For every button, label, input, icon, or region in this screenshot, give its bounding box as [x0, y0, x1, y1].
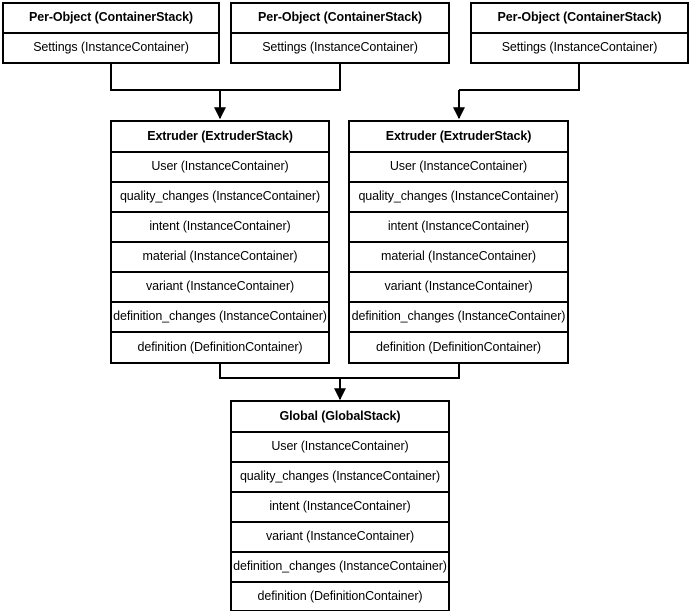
edge-per-object-2-to-extruder-1: [220, 61, 341, 91]
node-row-material: material (InstanceContainer): [112, 241, 328, 271]
node-row-intent: intent (InstanceContainer): [112, 211, 328, 241]
node-row-variant: variant (InstanceContainer): [112, 271, 328, 301]
node-row-intent: intent (InstanceContainer): [232, 491, 448, 521]
node-per-object-3[interactable]: Per-Object (ContainerStack) Settings (In…: [470, 2, 689, 64]
node-header: Per-Object (ContainerStack): [4, 4, 218, 32]
node-row-material: material (InstanceContainer): [350, 241, 567, 271]
node-header: Extruder (ExtruderStack): [350, 122, 567, 151]
node-row-variant: variant (InstanceContainer): [232, 521, 448, 551]
node-header: Global (GlobalStack): [232, 402, 448, 431]
node-row-intent: intent (InstanceContainer): [350, 211, 567, 241]
node-row-user: User (InstanceContainer): [232, 431, 448, 461]
node-header: Per-Object (ContainerStack): [232, 4, 448, 32]
node-row-settings: Settings (InstanceContainer): [472, 32, 687, 62]
node-row-variant: variant (InstanceContainer): [350, 271, 567, 301]
node-extruder-2[interactable]: Extruder (ExtruderStack) User (InstanceC…: [348, 120, 569, 364]
node-row-definition-changes: definition_changes (InstanceContainer): [350, 301, 567, 331]
node-row-definition: definition (DefinitionContainer): [350, 331, 567, 362]
node-header: Per-Object (ContainerStack): [472, 4, 687, 32]
node-row-definition-changes: definition_changes (InstanceContainer): [232, 551, 448, 581]
node-header: Extruder (ExtruderStack): [112, 122, 328, 151]
node-row-quality-changes: quality_changes (InstanceContainer): [112, 181, 328, 211]
node-row-definition: definition (DefinitionContainer): [232, 581, 448, 610]
node-row-definition-changes: definition_changes (InstanceContainer): [112, 301, 328, 331]
node-row-definition: definition (DefinitionContainer): [112, 331, 328, 362]
node-global[interactable]: Global (GlobalStack) User (InstanceConta…: [230, 400, 450, 611]
node-row-user: User (InstanceContainer): [350, 151, 567, 181]
node-row-quality-changes: quality_changes (InstanceContainer): [350, 181, 567, 211]
node-per-object-1[interactable]: Per-Object (ContainerStack) Settings (In…: [2, 2, 220, 64]
node-per-object-2[interactable]: Per-Object (ContainerStack) Settings (In…: [230, 2, 450, 64]
edge-per-object-1-to-extruder-1: [110, 61, 220, 91]
edge-per-object-3-to-extruder-2: [459, 61, 580, 91]
node-row-settings: Settings (InstanceContainer): [232, 32, 448, 62]
node-row-settings: Settings (InstanceContainer): [4, 32, 218, 62]
node-row-quality-changes: quality_changes (InstanceContainer): [232, 461, 448, 491]
node-extruder-1[interactable]: Extruder (ExtruderStack) User (InstanceC…: [110, 120, 330, 364]
node-row-user: User (InstanceContainer): [112, 151, 328, 181]
